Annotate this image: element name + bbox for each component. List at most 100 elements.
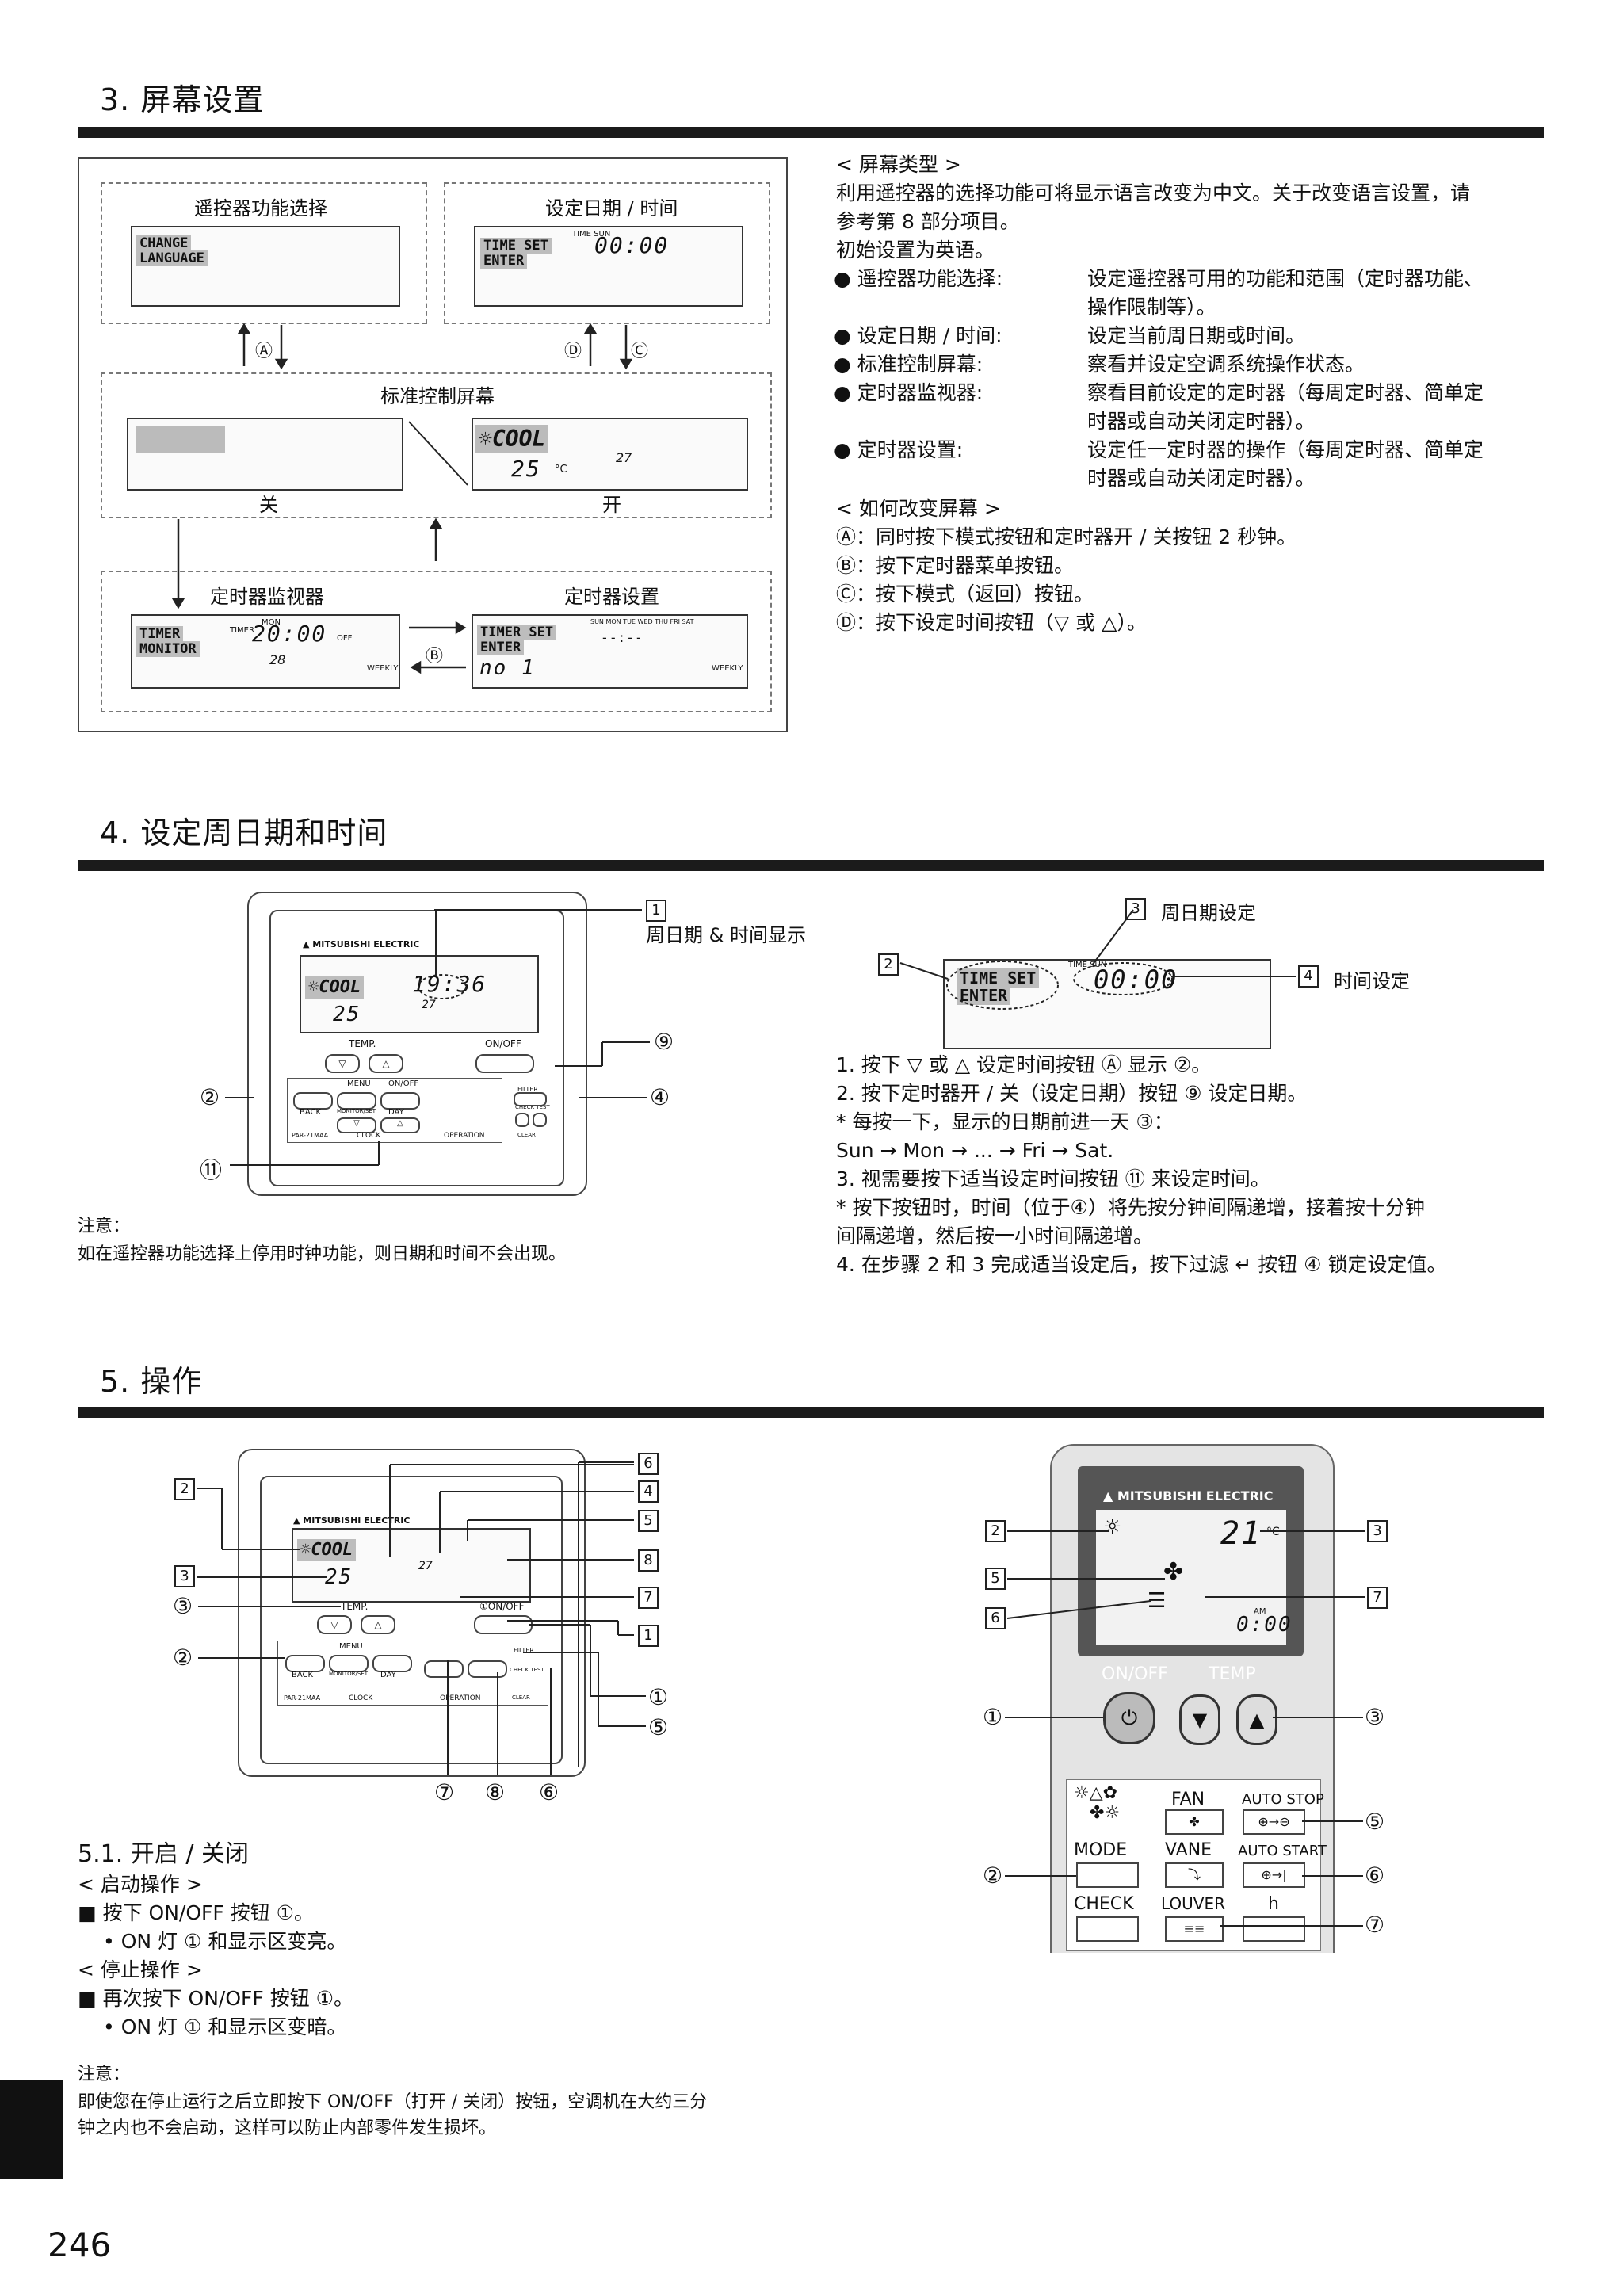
auto-stop-label: AUTO STOP [1242, 1791, 1324, 1808]
temp-down-button[interactable]: ▽ [325, 1054, 360, 1073]
step-3-note-b: 间隔递增，然后按一小时间隔递增。 [836, 1224, 1154, 1247]
intro-line-2: 参考第 8 部分项目。 [836, 210, 1020, 233]
lcd-off-block [136, 426, 225, 453]
intro-line-3: 初始设置为英语。 [836, 239, 995, 262]
callout5-4: 4 [638, 1480, 659, 1503]
callout5-5: 5 [638, 1510, 659, 1532]
lcd-dashes: - - : - - [602, 630, 641, 645]
step-3-note-a: * 按下按钮时，时间（位于④）将先按分钟间隔递增，接着按十分钟 [836, 1196, 1425, 1219]
callout5-circ5: ⑤ [648, 1714, 669, 1740]
check-button[interactable] [515, 1113, 529, 1127]
section4-title: 4. 设定周日期和时间 [100, 816, 388, 850]
arrow-c-label: Ⓒ [631, 342, 649, 361]
wireless-mode-icon: ☼ [1103, 1515, 1122, 1539]
lcd-temp-unit: °C [555, 464, 567, 476]
clock-up-button[interactable]: △ [380, 1117, 420, 1133]
filter-label-5: FILTER [514, 1647, 534, 1654]
remote4-temp-label: TEMP. [349, 1038, 376, 1049]
brand-logo: ▲ MITSUBISHI ELECTRIC [303, 939, 420, 949]
temp-up-button[interactable]: △ [369, 1054, 403, 1073]
operation-label: OPERATION [444, 1132, 485, 1140]
test-button[interactable] [533, 1113, 547, 1127]
day-button-5[interactable] [372, 1655, 412, 1672]
callout-9: ⑨ [654, 1029, 674, 1055]
clock-label-5: CLOCK [349, 1694, 373, 1702]
datetime-label: 设定日期 / 时间 [545, 197, 678, 220]
callout-4: ④ [650, 1084, 670, 1110]
filter-button[interactable] [514, 1092, 547, 1106]
temp-up-button-5[interactable]: △ [361, 1615, 395, 1634]
monitor-set-label-5: MONITOR/SET [329, 1671, 368, 1677]
model-label-5: PAR-21MAA [284, 1694, 321, 1702]
mode-button[interactable] [1076, 1862, 1139, 1888]
lcd-clock: 00:00 [594, 232, 670, 258]
lcd-room-temp: 27 [616, 450, 632, 465]
wireless-temp-down-button[interactable]: ▼ [1179, 1694, 1220, 1745]
callout5-circ8: ⑧ [485, 1779, 506, 1805]
temp-down-button-5[interactable]: ▽ [317, 1615, 352, 1634]
back-button-5[interactable] [285, 1655, 325, 1672]
remote5-cool: ☼COOL [297, 1539, 357, 1561]
datetime-panel [444, 182, 770, 324]
clock-down-button[interactable]: ▽ [337, 1117, 376, 1133]
wireless-vane-icon: ☰ [1148, 1589, 1167, 1613]
check-label: CHECK [1074, 1894, 1134, 1914]
note4-text: 如在遥控器功能选择上停用时钟功能，则日期和时间不会出现。 [78, 1244, 567, 1264]
louver-button[interactable]: ≡≡ [1165, 1916, 1224, 1942]
check-button-wireless[interactable] [1076, 1916, 1139, 1942]
wcallout-6: 6 [985, 1607, 1006, 1629]
fan-button[interactable]: ✤ [1165, 1809, 1224, 1835]
back-button[interactable] [293, 1092, 333, 1110]
vane-label: VANE [1165, 1840, 1212, 1860]
stop-heading: < 停止操作 > [78, 1958, 203, 1981]
item-desc-5a: 设定任一定时器的操作（每周定时器、简单定 [1087, 438, 1484, 461]
time-set-large-text: TIME SET [957, 968, 1040, 988]
item-term-5: ● 定时器设置: [834, 438, 964, 461]
callout5-2: 2 [174, 1478, 195, 1500]
item-desc-2a: 设定当前周日期或时间。 [1087, 324, 1306, 347]
wireless-onoff-button[interactable]: ⏻ [1103, 1692, 1155, 1744]
screen-flow-diagram [78, 157, 788, 732]
section-rule [78, 860, 1544, 871]
note5-line2: 钟之内也不会启动，这样可以防止内部零件发生损坏。 [78, 2118, 497, 2138]
section5-title: 5. 操作 [100, 1364, 203, 1399]
onoff-button[interactable] [475, 1054, 534, 1073]
remote4-room-temp: 27 [422, 999, 436, 1011]
callout5-circ7: ⑦ [434, 1779, 455, 1805]
vane-button-5[interactable] [468, 1660, 507, 1678]
clock-label: CLOCK [357, 1132, 381, 1140]
h-label: h [1268, 1894, 1279, 1914]
callout5-circ3: ③ [173, 1593, 193, 1619]
lcd-enter-text: ENTER [480, 253, 528, 269]
remote4-time: 19:36 [412, 971, 487, 997]
lcd-mon: MON [262, 618, 281, 627]
arrow-a-label: Ⓐ [255, 342, 273, 361]
monitor-set-button-5[interactable] [329, 1655, 369, 1672]
wireless-temp-up-button[interactable]: ▲ [1236, 1694, 1277, 1745]
wcallout-5: 5 [985, 1568, 1006, 1590]
day-button[interactable] [380, 1092, 420, 1110]
weekday-setting-label: 周日期设定 [1161, 902, 1256, 924]
remote5-menu: MENU [339, 1642, 363, 1651]
wired-remote-4-inner [269, 910, 564, 1186]
fan-speed-button-5[interactable] [424, 1660, 464, 1678]
remote5-button-panel [277, 1641, 548, 1706]
back-label-5: BACK [292, 1671, 314, 1679]
item-term-2: ● 设定日期 / 时间: [834, 324, 1002, 347]
wireless-onoff-label: ON/OFF [1102, 1664, 1168, 1684]
item-term-3: ● 标准控制屏幕: [834, 353, 983, 376]
vane-button[interactable]: ⤵ [1165, 1862, 1224, 1888]
stop-sub: • ON 灯 ① 和显示区变暗。 [103, 2015, 347, 2038]
h-button[interactable] [1243, 1916, 1305, 1942]
how-to-a: Ⓐ：同时按下模式按钮和定时器开 / 关按钮 2 秒钟。 [836, 525, 1297, 548]
standard-screen-label: 标准控制屏幕 [380, 385, 495, 407]
callout-1: 1 [646, 900, 666, 922]
mode-label: MODE [1074, 1840, 1128, 1860]
monitor-set-button[interactable] [337, 1092, 376, 1110]
wired-remote-4 [247, 892, 587, 1196]
lcd-language-text: LANGUAGE [136, 250, 208, 266]
auto-start-label: AUTO START [1238, 1843, 1327, 1859]
screen-flow-arrows [171, 323, 633, 674]
item-desc-1b: 操作限制等）。 [1087, 296, 1216, 319]
lcd-no1: no 1 [479, 656, 536, 680]
